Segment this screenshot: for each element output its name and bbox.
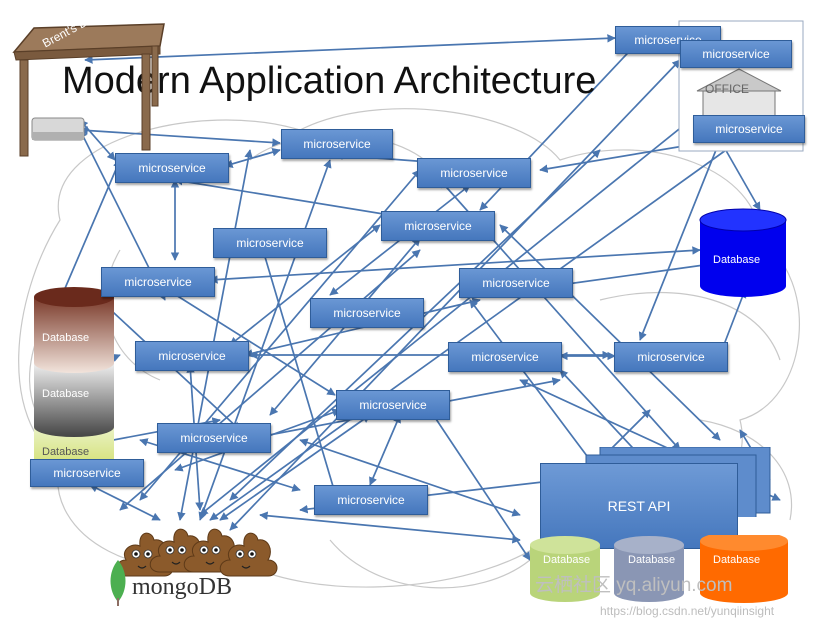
microservice-box: microservice (30, 459, 144, 487)
connection-arrow (198, 159, 332, 521)
connection-arrow (59, 159, 121, 301)
database-label-brown: Database (42, 332, 90, 344)
microservice-box: microservice (310, 298, 424, 328)
microservice-box: microservice (693, 115, 805, 143)
microservice-box: microservice (381, 211, 495, 241)
connection-arrow (259, 511, 521, 544)
watermark-text: 云栖社区 yq.aliyun.com (535, 575, 733, 596)
microservice-box: microservice (157, 423, 271, 453)
microservice-box: microservice (281, 129, 393, 159)
microservice-box: microservice (135, 341, 249, 371)
database-label-green: Database (42, 446, 90, 458)
microservice-box: microservice (314, 485, 428, 515)
desk-icon (12, 23, 165, 157)
bottom-databases (530, 535, 788, 603)
mac-mini-icon (31, 117, 85, 141)
microservice-box: microservice (417, 158, 531, 188)
poop-emoji-icon (115, 528, 278, 577)
mongodb-logo-text: mongoDB (132, 574, 233, 600)
connection-arrow (499, 224, 721, 441)
microservice-box: microservice (336, 390, 450, 420)
database-label-orange: Database (713, 554, 761, 566)
database-label-green-bottom: Database (543, 554, 591, 566)
microservice-box: microservice (680, 40, 792, 68)
microservice-box: microservice (213, 228, 327, 258)
office-label: OFFICE (705, 82, 749, 96)
rest-api-box: REST API (540, 463, 738, 549)
mongodb-leaf-icon (110, 560, 126, 606)
microservice-box: microservice (459, 268, 573, 298)
page-title: Modern Application Architecture (62, 60, 597, 102)
connection-arrow (719, 139, 761, 211)
database-label-blue: Database (713, 254, 761, 266)
connection-arrow (258, 239, 342, 511)
microservice-box: microservice (101, 267, 215, 297)
connection-arrow (224, 148, 281, 168)
database-label-gray-bottom: Database (628, 554, 676, 566)
connection-arrow (369, 414, 401, 486)
microservice-box: microservice (614, 342, 728, 372)
database-label-gray: Database (42, 388, 90, 400)
database-blue (699, 208, 787, 297)
microservice-box: microservice (115, 153, 229, 183)
url-watermark: https://blog.csdn.net/yunqiinsight (600, 604, 775, 618)
microservice-box: microservice (448, 342, 562, 372)
